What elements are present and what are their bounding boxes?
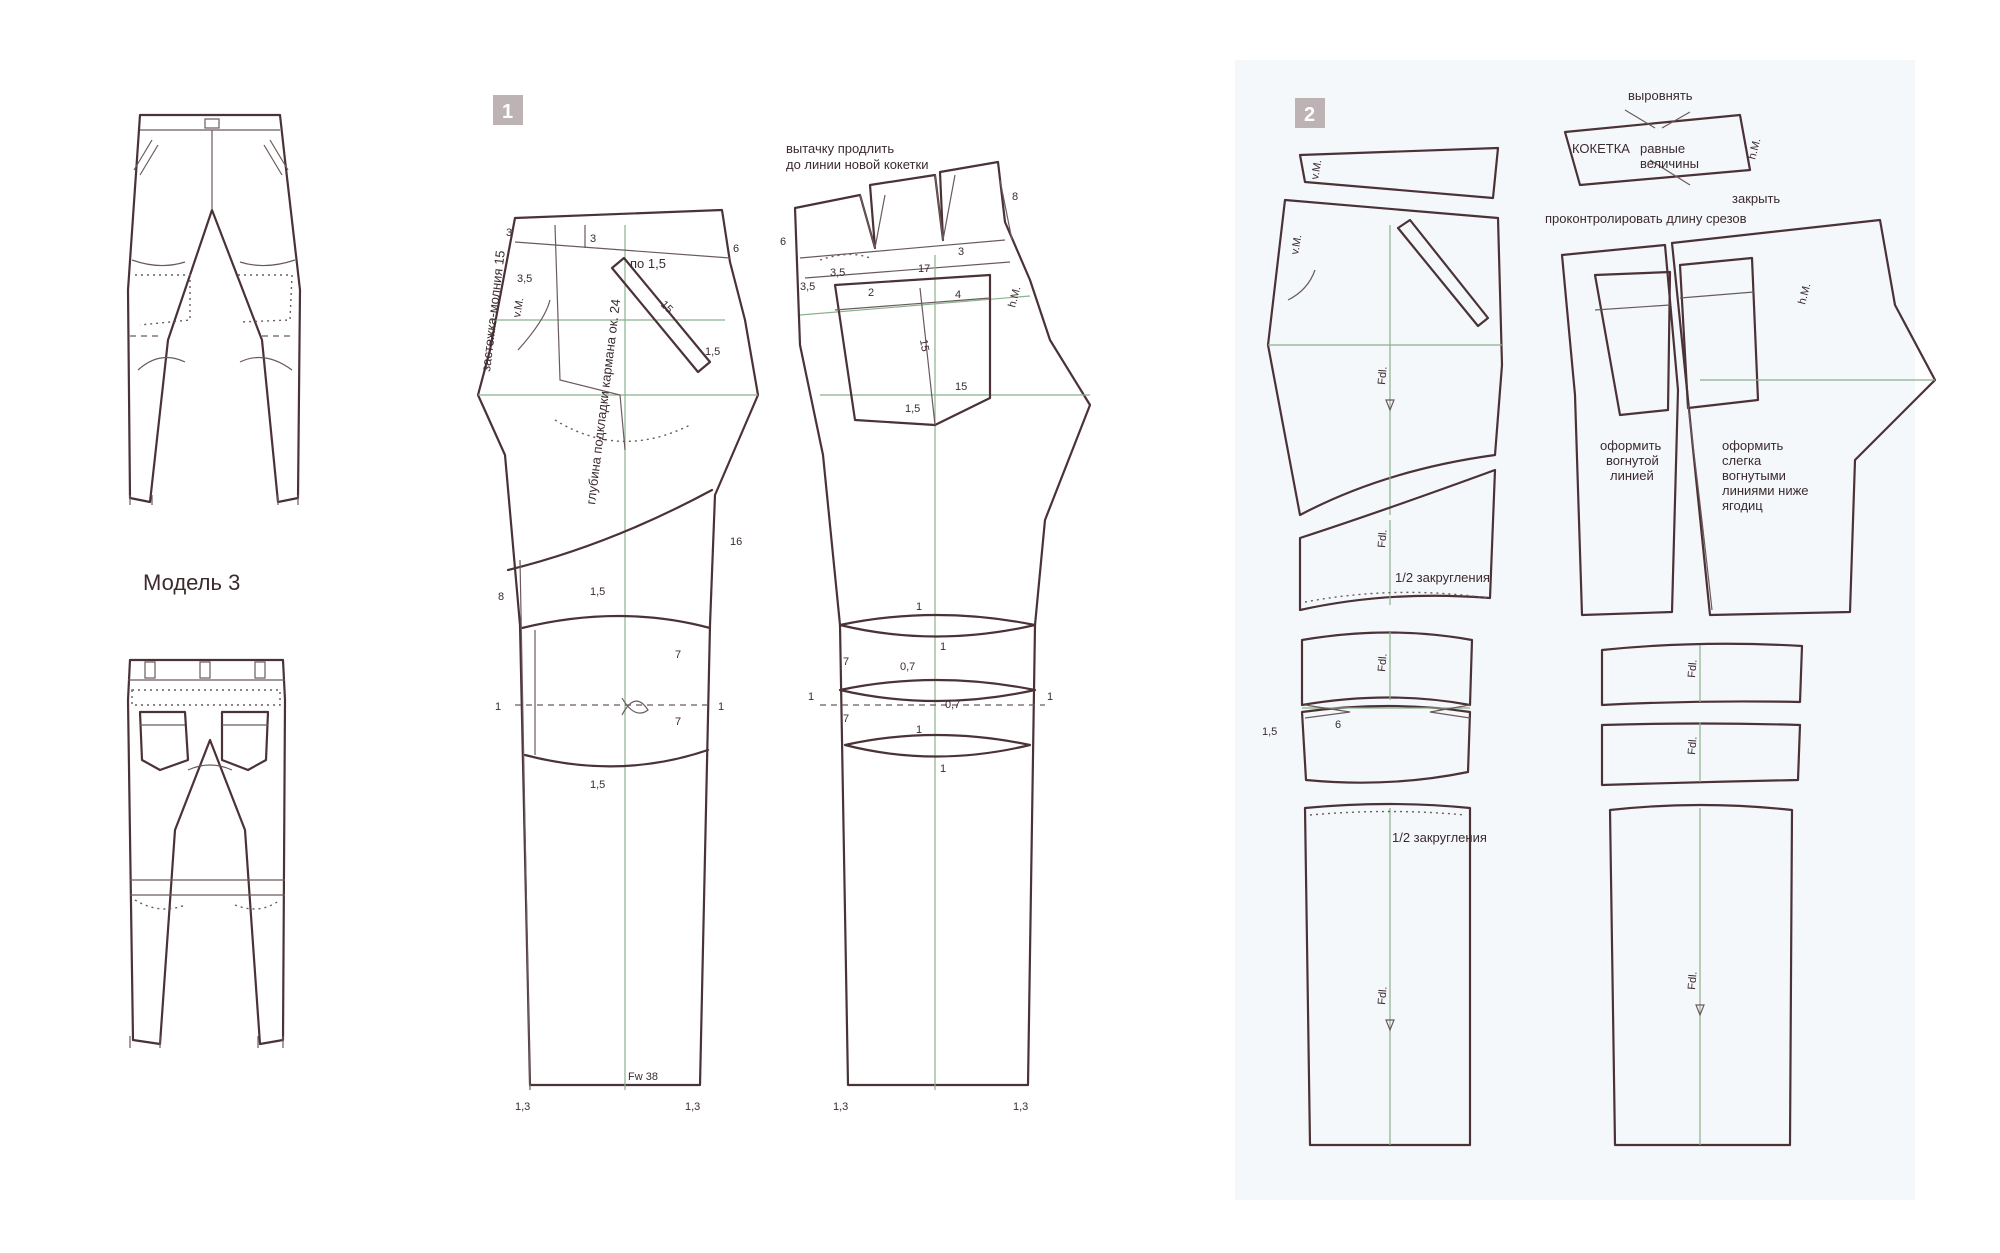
scan-background xyxy=(1235,60,1915,1200)
svg-text:3,5: 3,5 xyxy=(830,267,845,279)
svg-text:1,3: 1,3 xyxy=(515,1101,530,1113)
svg-text:вогнутыми: вогнутыми xyxy=(1722,468,1786,483)
svg-text:1,5: 1,5 xyxy=(905,403,920,415)
svg-text:1,5: 1,5 xyxy=(1262,726,1277,738)
model-title: Модель 3 xyxy=(143,570,240,595)
svg-text:6: 6 xyxy=(780,236,786,248)
size-label: Fw 38 xyxy=(628,1071,658,1083)
svg-text:3,5: 3,5 xyxy=(517,273,532,285)
svg-text:1,3: 1,3 xyxy=(833,1101,848,1113)
svg-text:1: 1 xyxy=(940,763,946,775)
dart-note-line1: вытачку продлить xyxy=(786,141,894,156)
front-knee-upper-piece: Fdl. 1/2 закругления xyxy=(1298,468,1497,612)
svg-text:7: 7 xyxy=(675,716,681,728)
svg-text:Fdl.: Fdl. xyxy=(1376,529,1390,548)
svg-text:v.M.: v.M. xyxy=(1289,234,1304,256)
svg-text:вогнутой: вогнутой xyxy=(1606,453,1659,468)
yoke-label: КОКЕТКА xyxy=(1572,141,1630,156)
svg-text:линиями ниже: линиями ниже xyxy=(1722,483,1809,498)
svg-text:15: 15 xyxy=(917,338,931,352)
svg-text:1,5: 1,5 xyxy=(590,779,605,791)
equal-label-1: равные xyxy=(1640,141,1685,156)
svg-text:2: 2 xyxy=(868,287,874,299)
svg-text:слегка: слегка xyxy=(1722,453,1762,468)
svg-text:Fdl.: Fdl. xyxy=(1686,659,1700,678)
svg-text:1: 1 xyxy=(940,641,946,653)
svg-text:ягодиц: ягодиц xyxy=(1722,498,1763,513)
back-yoke-piece: выровнять КОКЕТКА равные величины закрыт… xyxy=(1563,88,1780,206)
svg-text:1: 1 xyxy=(495,701,501,713)
svg-text:15: 15 xyxy=(955,381,967,393)
svg-text:1: 1 xyxy=(502,101,513,123)
front-upper-piece: v.M. Fdl. xyxy=(1266,198,1504,517)
model-sketch-front xyxy=(126,113,302,505)
model-sketch-back xyxy=(126,658,287,1048)
svg-text:8: 8 xyxy=(498,591,504,603)
svg-text:6: 6 xyxy=(733,243,739,255)
back-lower-leg-piece: Fdl. xyxy=(1608,803,1794,1147)
svg-text:2: 2 xyxy=(1304,104,1315,126)
svg-text:1: 1 xyxy=(718,701,724,713)
svg-text:1,5: 1,5 xyxy=(705,346,720,358)
svg-text:6: 6 xyxy=(1335,719,1341,731)
svg-text:Fdl.: Fdl. xyxy=(1376,366,1390,385)
svg-text:h.M.: h.M. xyxy=(1006,285,1023,309)
svg-text:v.M.: v.M. xyxy=(511,297,526,319)
svg-text:линией: линией xyxy=(1610,468,1654,483)
front-yoke-piece: v.M. xyxy=(1298,146,1500,200)
dart-note-line2: до линии новой кокетки xyxy=(786,157,928,172)
svg-text:h.M.: h.M. xyxy=(1796,282,1813,306)
back-knee-band-1: Fdl. xyxy=(1600,642,1804,707)
svg-text:8: 8 xyxy=(1012,191,1018,203)
zipper-label: застежка-молния 15 xyxy=(478,250,508,373)
svg-text:3,5: 3,5 xyxy=(800,281,815,293)
front-lower-leg-piece: 1/2 закругления Fdl. xyxy=(1303,802,1487,1147)
back-upper-left-piece: оформить вогнутой линией xyxy=(1560,243,1680,617)
svg-text:3: 3 xyxy=(958,246,964,258)
svg-text:1,3: 1,3 xyxy=(1013,1101,1028,1113)
svg-text:4: 4 xyxy=(955,289,961,301)
front-knee-band-2: 1,5 6 xyxy=(1262,704,1472,784)
svg-text:оформить: оформить xyxy=(1722,438,1784,453)
svg-text:7: 7 xyxy=(843,713,849,725)
front-piece: застежка-молния 15 глубина подкладки кар… xyxy=(476,208,760,1113)
svg-text:Fdl.: Fdl. xyxy=(1376,986,1390,1005)
back-piece: вытачку продлить до линии новой кокетки … xyxy=(780,141,1092,1113)
svg-text:7: 7 xyxy=(675,649,681,661)
half-round-label-1: 1/2 закругления xyxy=(1395,570,1490,585)
svg-text:Fdl.: Fdl. xyxy=(1686,736,1700,755)
align-label: выровнять xyxy=(1628,88,1693,103)
check-length-label: проконтролировать длину срезов xyxy=(1545,211,1747,226)
back-knee-band-2: Fdl. xyxy=(1600,722,1802,787)
svg-text:Fdl.: Fdl. xyxy=(1376,653,1390,672)
svg-text:16: 16 xyxy=(730,536,742,548)
svg-text:3: 3 xyxy=(506,227,512,239)
svg-text:v.M.: v.M. xyxy=(1309,159,1324,181)
pocket-lining-label: глубина подкладки кармана ок. 24 xyxy=(583,298,623,505)
svg-text:Fdl.: Fdl. xyxy=(1686,971,1700,990)
svg-text:1,3: 1,3 xyxy=(685,1101,700,1113)
svg-text:1: 1 xyxy=(916,724,922,736)
equal-label-2: величины xyxy=(1640,156,1699,171)
svg-text:по 1,5: по 1,5 xyxy=(630,256,666,271)
svg-text:1: 1 xyxy=(1047,691,1053,703)
step-badge-2: 2 xyxy=(1295,98,1325,128)
svg-text:h.M.: h.M. xyxy=(1746,137,1763,161)
svg-text:1: 1 xyxy=(916,601,922,613)
svg-text:17: 17 xyxy=(918,263,930,275)
svg-text:0,7: 0,7 xyxy=(945,699,960,711)
back-upper-right-piece: h.M. оформить слегка вогнутыми линиями н… xyxy=(1670,218,1937,617)
svg-text:3: 3 xyxy=(590,233,596,245)
svg-text:7: 7 xyxy=(843,656,849,668)
close-label: закрыть xyxy=(1732,191,1780,206)
svg-text:1,5: 1,5 xyxy=(590,586,605,598)
step-badge-1: 1 xyxy=(493,95,523,125)
svg-text:1: 1 xyxy=(808,691,814,703)
svg-text:оформить: оформить xyxy=(1600,438,1662,453)
svg-text:0,7: 0,7 xyxy=(900,661,915,673)
half-round-label-2: 1/2 закругления xyxy=(1392,830,1487,845)
